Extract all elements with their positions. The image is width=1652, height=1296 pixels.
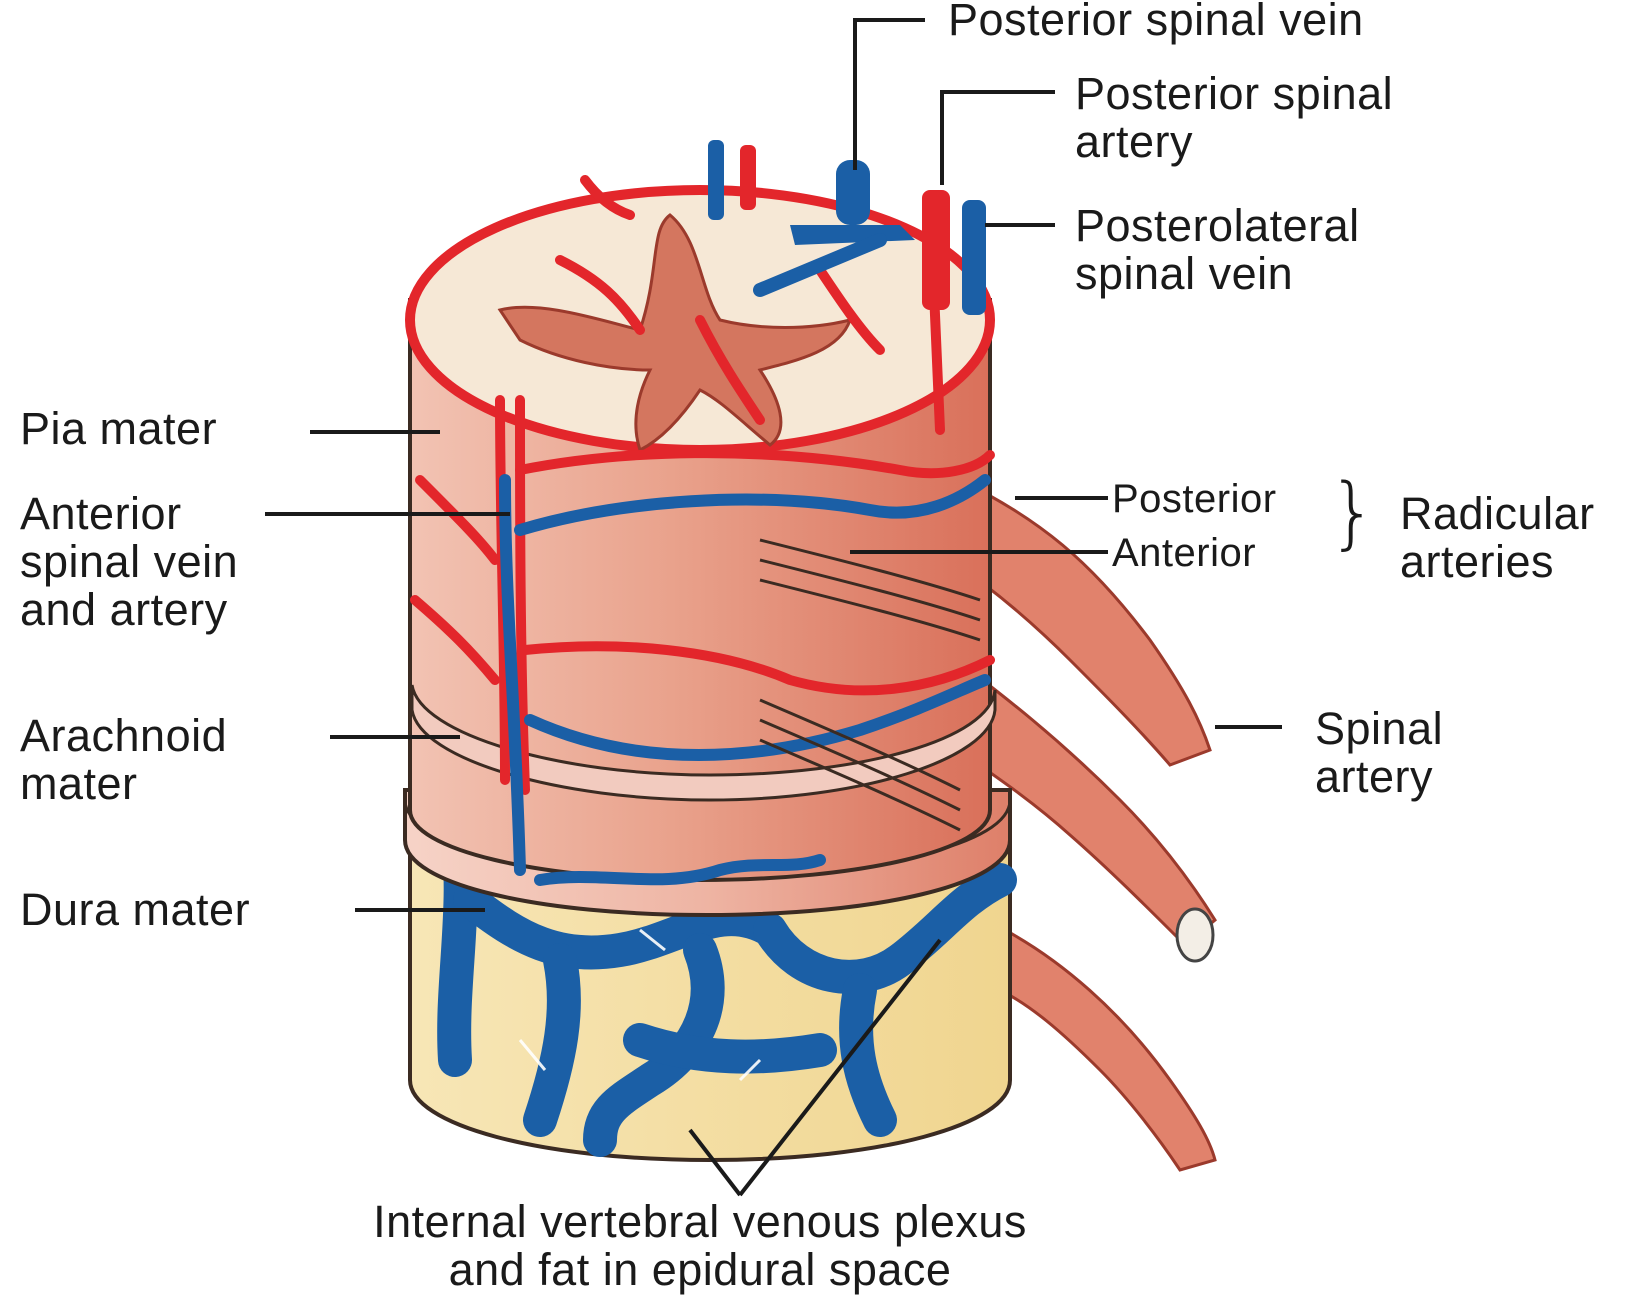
label-line: spinal vein xyxy=(20,538,238,586)
brace-right-icon: } xyxy=(1328,474,1378,552)
label-line: Posterolateral xyxy=(1075,202,1360,250)
label-radicular-anterior: Anterior xyxy=(1112,531,1256,575)
label-arachnoid-mater: Arachnoid mater xyxy=(20,712,227,808)
label-line: and artery xyxy=(20,586,238,634)
label-line: Posterior spinal xyxy=(1075,70,1393,118)
label-dura-mater: Dura mater xyxy=(20,886,250,934)
label-line: artery xyxy=(1315,753,1443,801)
label-line: mater xyxy=(20,760,227,808)
label-posterior-spinal-artery: Posterior spinal artery xyxy=(1075,70,1393,166)
label-radicular-posterior: Posterior xyxy=(1112,477,1277,521)
label-line: Spinal xyxy=(1315,705,1443,753)
label-line: Radicular xyxy=(1400,490,1595,538)
label-posterolateral-spinal-vein: Posterolateral spinal vein xyxy=(1075,202,1360,298)
label-radicular-arteries: Radicular arteries xyxy=(1400,490,1595,586)
label-line: arteries xyxy=(1400,538,1595,586)
label-pia-mater: Pia mater xyxy=(20,405,217,453)
label-anterior-spinal-vein-artery: Anterior spinal vein and artery xyxy=(20,490,238,634)
label-line: spinal vein xyxy=(1075,250,1360,298)
label-line: artery xyxy=(1075,118,1393,166)
label-internal-vertebral-venous-plexus: Internal vertebral venous plexus and fat… xyxy=(230,1198,1170,1294)
label-posterior-spinal-vein: Posterior spinal vein xyxy=(948,0,1364,44)
label-line: and fat in epidural space xyxy=(230,1246,1170,1294)
label-line: Anterior xyxy=(20,490,238,538)
label-line: Internal vertebral venous plexus xyxy=(230,1198,1170,1246)
label-spinal-artery: Spinal artery xyxy=(1315,705,1443,801)
label-line: Arachnoid xyxy=(20,712,227,760)
